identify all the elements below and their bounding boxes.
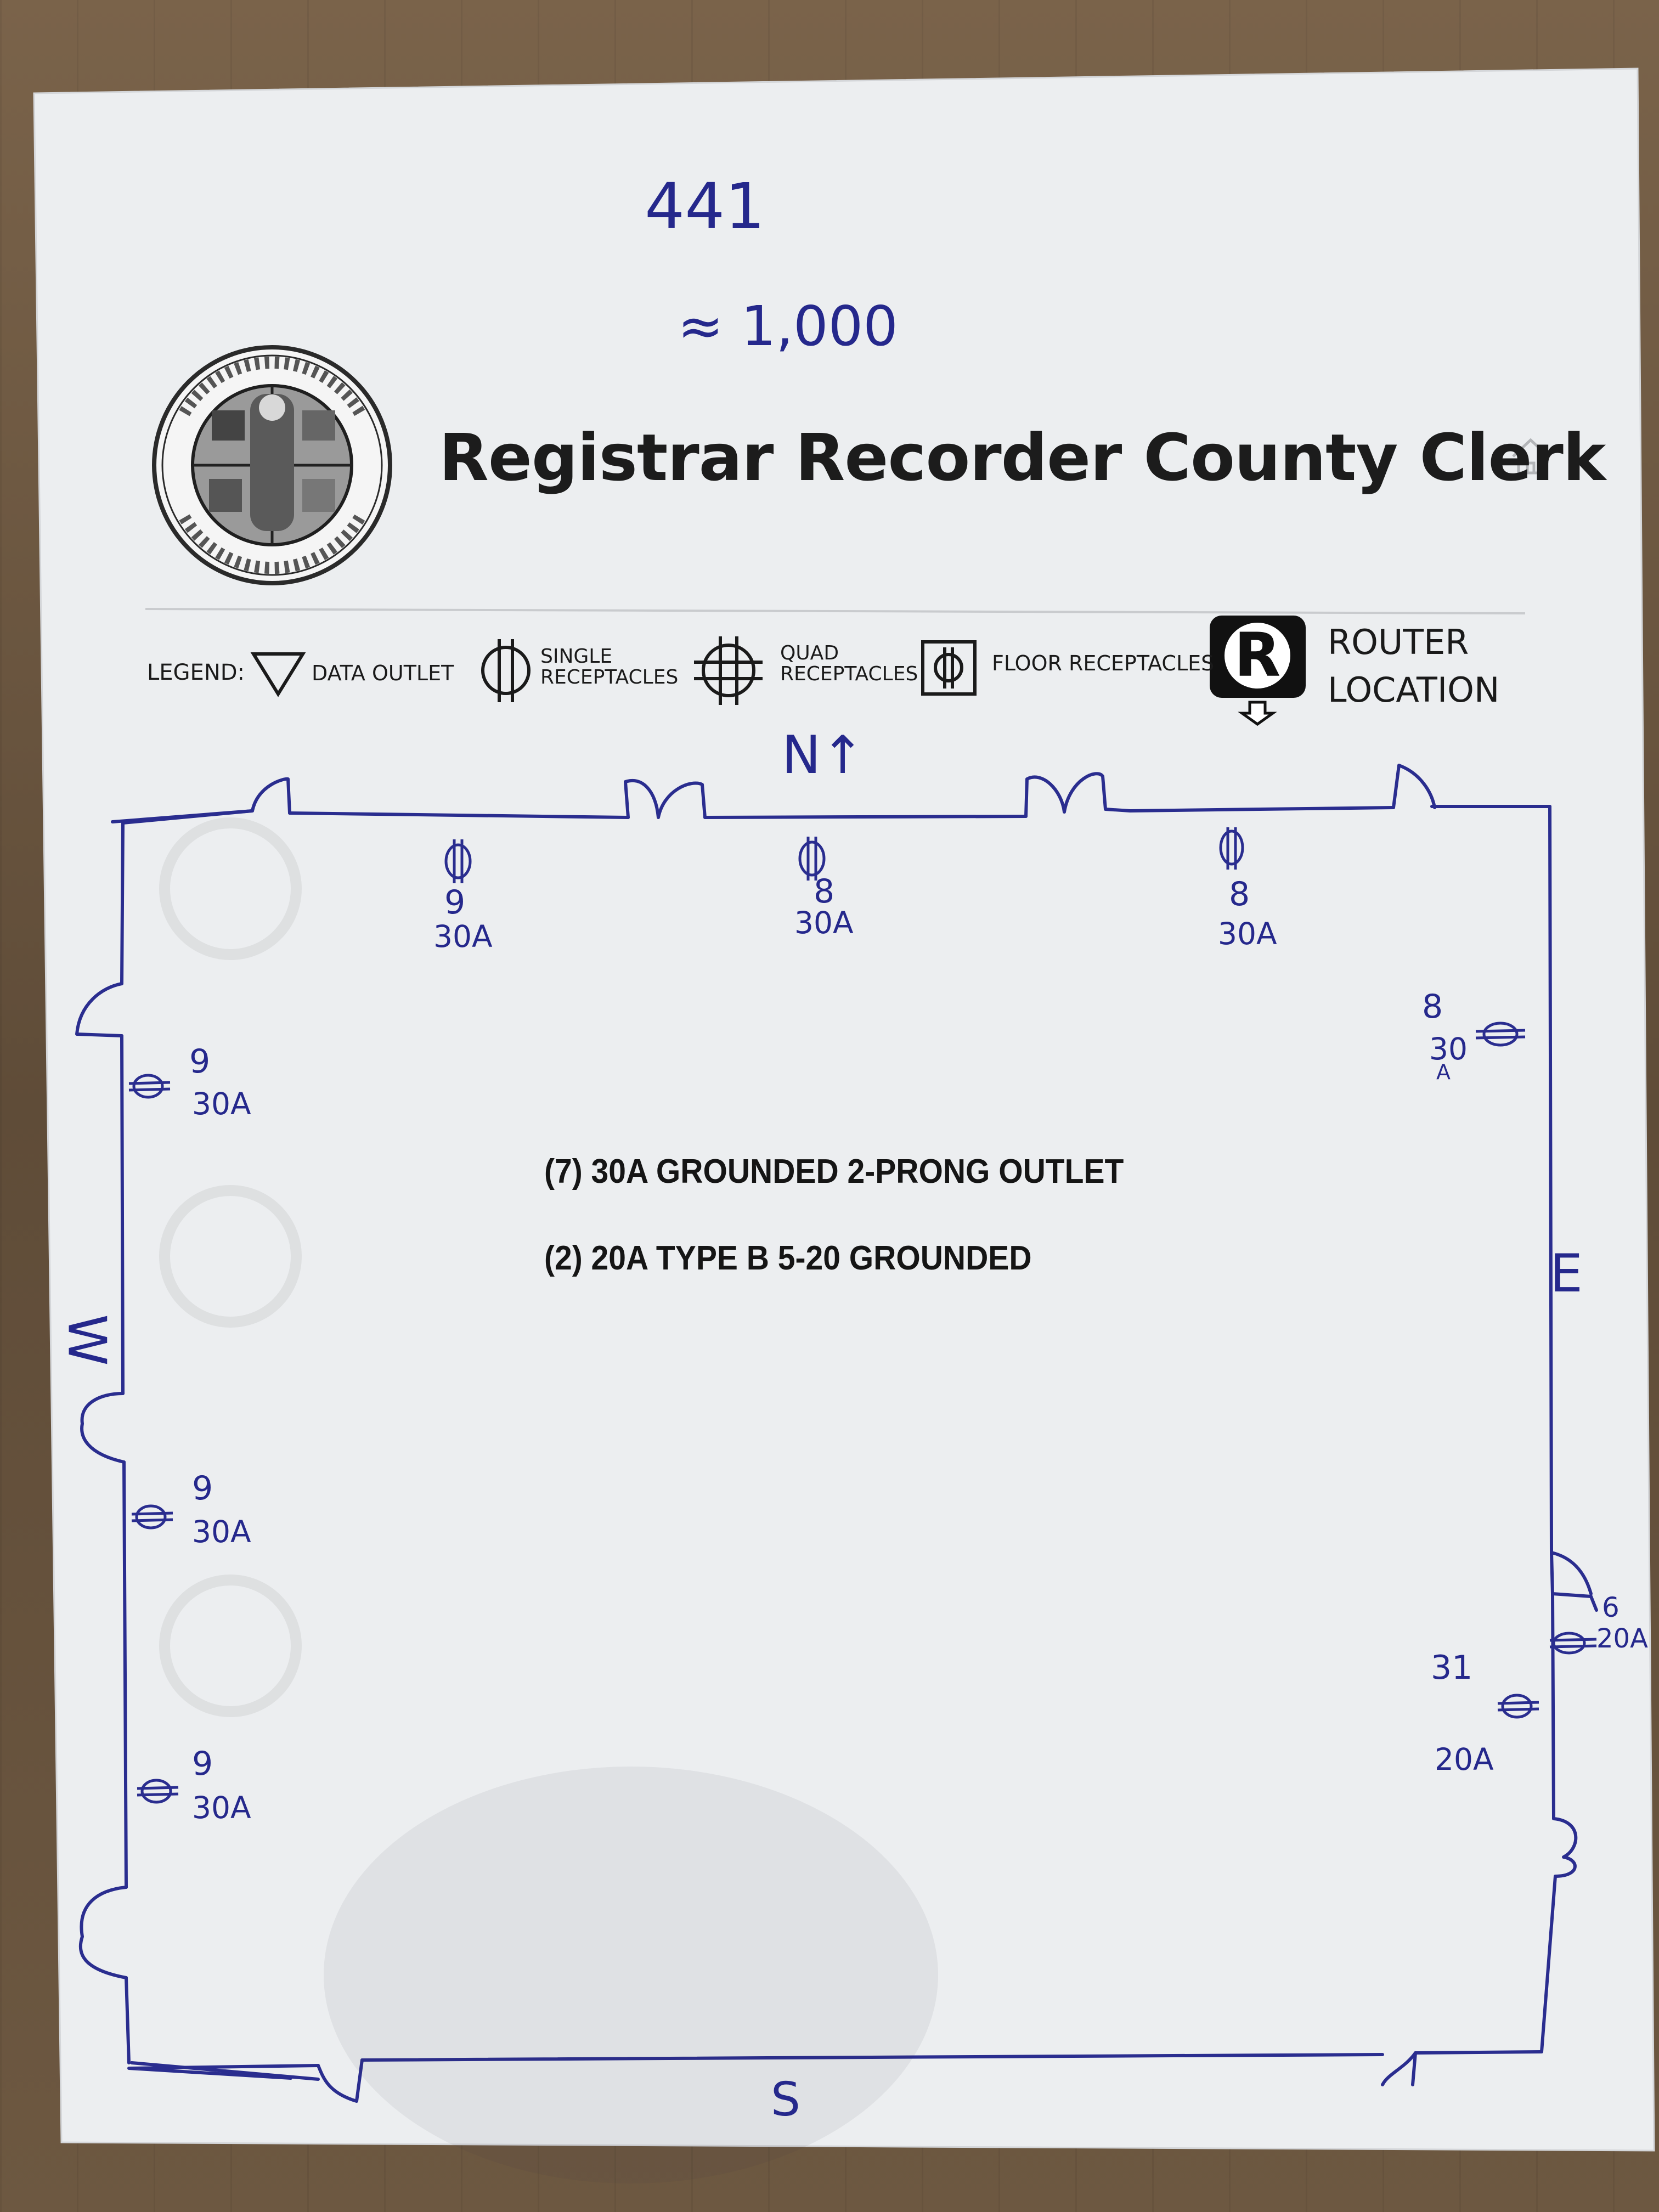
legend-single-line1: SINGLE xyxy=(540,645,613,668)
handwritten-room-number: 441 xyxy=(645,170,765,244)
west-outlet-2-amps: 30A xyxy=(192,1514,251,1549)
east-outlet-1-count: 8 xyxy=(1422,988,1443,1026)
handwritten-approx-area: ≈ 1,000 xyxy=(678,294,898,358)
north-outlet-2-amps: 30A xyxy=(794,905,854,940)
legend-data-outlet-label: DATA OUTLET xyxy=(312,661,454,685)
legend-router-line2: LOCATION xyxy=(1328,669,1500,710)
east-outlet-3-amps: 20A xyxy=(1435,1742,1494,1777)
east-outlet-1-sub: A xyxy=(1436,1060,1451,1084)
east-outlet-2-amps: 20A xyxy=(1596,1623,1648,1654)
legend-router-location-label: ROUTER LOCATION xyxy=(1328,619,1499,714)
compass-east: E xyxy=(1550,1244,1583,1304)
compass-west: W xyxy=(56,1314,117,1366)
west-outlet-3-amps: 30A xyxy=(192,1790,251,1825)
legend-quad-line1: QUAD xyxy=(780,642,839,664)
east-outlet-1-amps: 30 xyxy=(1429,1031,1468,1066)
legend-single-line2: RECEPTACLES xyxy=(540,665,679,689)
legend-quad-line2: RECEPTACLES xyxy=(780,662,918,685)
legend-label: LEGEND: xyxy=(147,660,245,685)
west-outlet-1-count: 9 xyxy=(189,1042,211,1081)
legend-floor-receptacles-label: FLOOR RECEPTACLES xyxy=(992,651,1215,675)
legend-single-receptacles-label: SINGLE RECEPTACLES xyxy=(540,646,678,688)
page-title: Registrar Recorder County Clerk xyxy=(439,420,1606,495)
west-outlet-2-count: 9 xyxy=(192,1469,213,1508)
west-outlet-3-count: 9 xyxy=(192,1745,213,1783)
north-outlet-3-count: 8 xyxy=(1229,875,1250,913)
north-outlet-1-count: 9 xyxy=(444,883,466,922)
north-outlet-1-amps: 30A xyxy=(433,919,493,954)
legend-quad-receptacles-label: QUAD RECEPTACLES xyxy=(780,643,918,685)
legend-router-line1: ROUTER xyxy=(1328,622,1469,662)
note-line-1: (7) 30A GROUNDED 2-PRONG OUTLET xyxy=(544,1153,1124,1190)
west-outlet-1-amps: 30A xyxy=(192,1086,251,1121)
compass-south: S xyxy=(771,2073,800,2127)
compass-north: N↑ xyxy=(782,725,865,786)
east-outlet-3-count: 31 xyxy=(1431,1649,1473,1687)
east-outlet-2-count: 6 xyxy=(1602,1592,1620,1623)
north-outlet-3-amps: 30A xyxy=(1218,916,1277,951)
north-outlet-2-count: 8 xyxy=(814,872,835,911)
note-line-2: (2) 20A TYPE B 5-20 GROUNDED xyxy=(544,1239,1032,1277)
